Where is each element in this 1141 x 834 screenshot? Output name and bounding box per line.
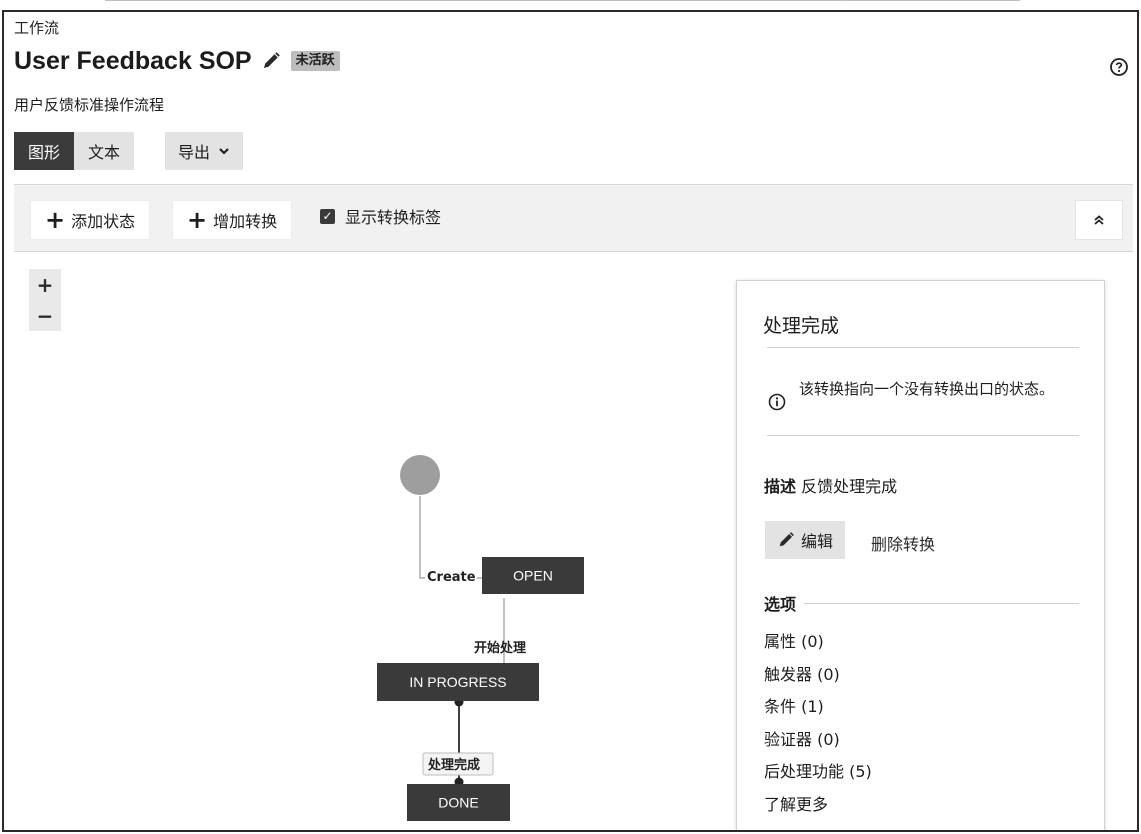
window-top-strip — [0, 0, 1141, 10]
option-triggers[interactable]: 触发器 (0) — [764, 664, 840, 684]
connector-create — [419, 496, 482, 579]
description-row: 描述 反馈处理完成 — [764, 473, 897, 497]
panel-title: 处理完成 — [763, 315, 840, 337]
export-label: 导出 — [178, 143, 211, 162]
add-status-label: 添加状态 — [71, 212, 136, 231]
pencil-icon — [779, 532, 794, 547]
divider — [804, 602, 1079, 604]
diagram-toolbar: + 添加状态 + 增加转换 ✓ 显示转换标签 — [14, 184, 1133, 252]
info-message: 该转换指向一个没有转换出口的状态。 — [799, 380, 1055, 398]
divider — [767, 347, 1079, 348]
show-transition-labels-toggle[interactable]: ✓ 显示转换标签 — [320, 204, 441, 228]
plus-icon: + — [45, 206, 66, 234]
show-transition-labels-label: 显示转换标签 — [345, 208, 442, 227]
option-properties[interactable]: 属性 (0) — [764, 632, 824, 651]
start-node[interactable] — [400, 455, 440, 495]
edit-label: 编辑 — [801, 532, 834, 551]
options-title: 选项 — [764, 595, 797, 614]
description-value: 反馈处理完成 — [801, 477, 898, 496]
learn-more-link[interactable]: 了解更多 — [764, 794, 829, 814]
transition-label-bg — [425, 566, 477, 586]
transition-details-panel: 处理完成 该转换指向一个没有转换出口的状态。 描述 反馈处理完成 编辑 删除转换… — [736, 280, 1105, 830]
description-key: 描述 — [764, 477, 797, 496]
zoom-in-button[interactable]: + — [36, 272, 54, 297]
plus-icon: + — [187, 206, 208, 234]
transition-label-process-complete[interactable]: 处理完成 — [427, 757, 480, 773]
tab-diagram[interactable]: 图形 — [14, 132, 75, 170]
status-node-done[interactable] — [407, 784, 510, 821]
checkbox-checked-icon[interactable]: ✓ — [320, 208, 335, 224]
double-chevron-up-icon — [1094, 215, 1104, 225]
zoom-out-button[interactable]: − — [36, 303, 54, 328]
divider — [767, 435, 1079, 436]
export-dropdown[interactable]: 导出 — [165, 132, 244, 170]
status-node-open[interactable] — [482, 557, 584, 594]
page-title: User Feedback SOP — [14, 46, 252, 75]
add-transition-button[interactable]: + 增加转换 — [172, 200, 293, 240]
chevron-down-icon — [218, 142, 230, 161]
tab-text[interactable]: 文本 — [74, 132, 135, 170]
view-tabs: 图形 文本 — [14, 132, 135, 170]
collapse-toolbar-button[interactable] — [1075, 200, 1123, 240]
transition-label-start-processing[interactable]: 开始处理 — [474, 640, 526, 656]
help-icon[interactable] — [1109, 57, 1129, 77]
pencil-icon[interactable] — [261, 51, 281, 71]
option-validators[interactable]: 验证器 (0) — [764, 729, 840, 749]
workflow-description: 用户反馈标准操作流程 — [14, 96, 165, 114]
edit-transition-button[interactable]: 编辑 — [765, 521, 846, 559]
add-status-button[interactable]: + 添加状态 — [30, 200, 151, 240]
browser-tab-edge — [845, 0, 1020, 4]
delete-transition-link[interactable]: 删除转换 — [871, 535, 936, 554]
add-transition-label: 增加转换 — [213, 212, 278, 231]
option-post-functions[interactable]: 后处理功能 (5) — [764, 762, 872, 782]
browser-tab-edge — [105, 0, 845, 4]
workflow-page: 工作流 User Feedback SOP 未活跃 用户反馈标准操作流程 图形 … — [2, 10, 1139, 832]
transition-label-create[interactable]: Create — [427, 570, 476, 585]
selected-transition-label-bg — [422, 752, 494, 776]
info-icon — [768, 393, 786, 411]
options-header: 选项 — [764, 591, 1079, 615]
status-node-in-progress[interactable] — [377, 663, 539, 701]
title-row: User Feedback SOP 未活跃 — [14, 44, 340, 78]
zoom-controls: + − — [29, 269, 61, 331]
option-conditions[interactable]: 条件 (1) — [764, 697, 824, 717]
status-badge: 未活跃 — [290, 51, 340, 71]
options-list: 属性 (0) 触发器 (0) 条件 (1) 验证器 (0) 后处理功能 (5) … — [764, 626, 872, 822]
breadcrumb[interactable]: 工作流 — [14, 19, 60, 37]
